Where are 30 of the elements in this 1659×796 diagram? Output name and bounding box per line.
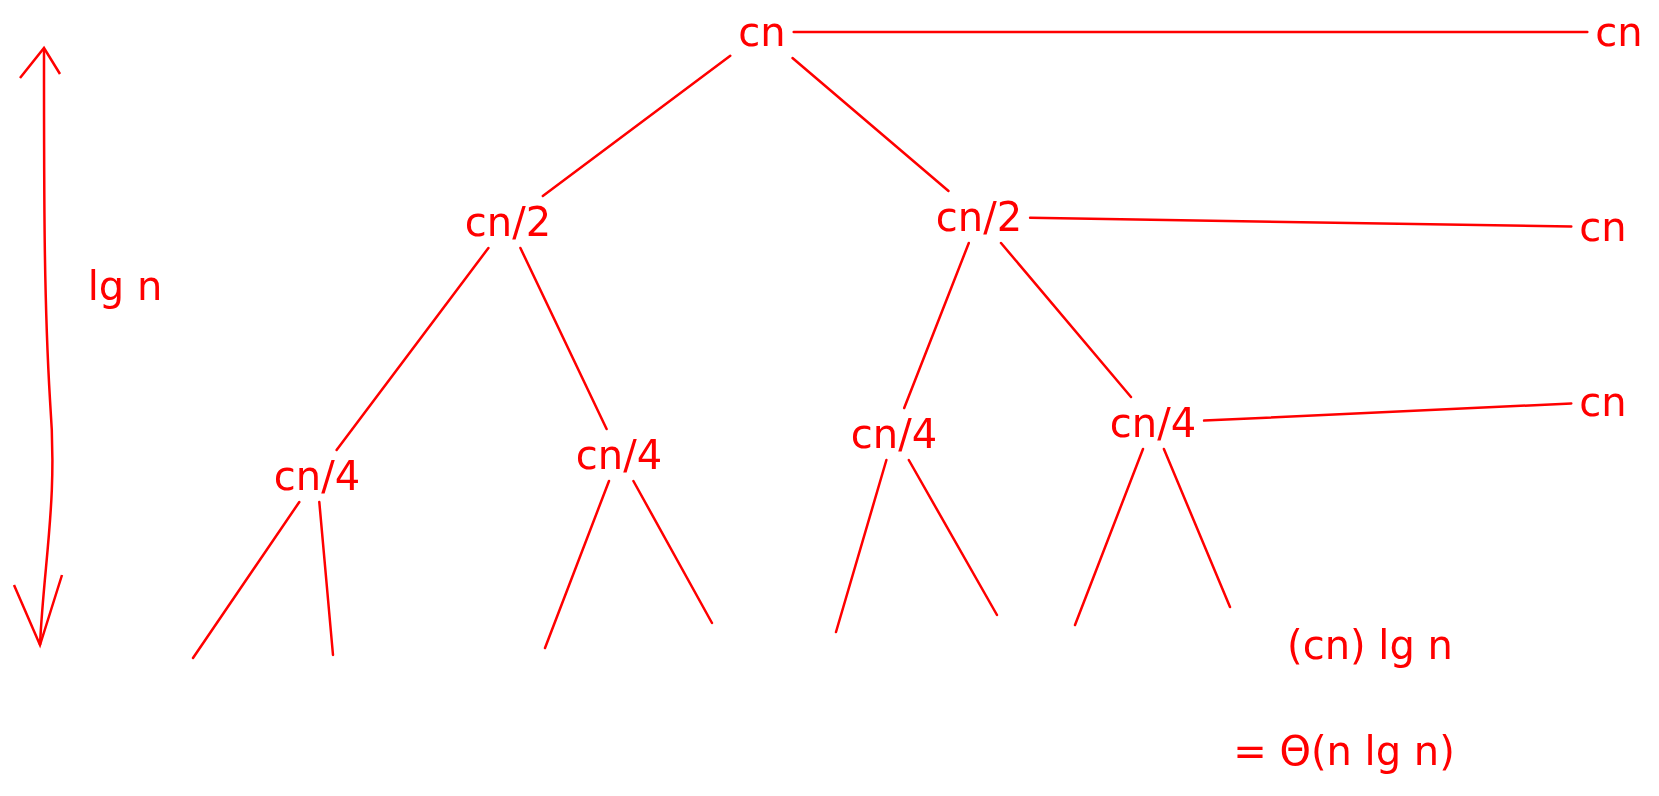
tree-line: [1202, 402, 1573, 422]
tree-line: [191, 500, 301, 660]
tree-line: [792, 30, 1589, 34]
tree-line: [907, 458, 999, 617]
cost-term: cn: [1587, 6, 1651, 58]
cost-term: cn/4: [1101, 397, 1205, 449]
tree-line: [999, 241, 1133, 399]
tree-line: [543, 479, 611, 650]
cost-term: cn: [1571, 376, 1635, 428]
tree-line: [1162, 447, 1232, 609]
tree-line: [519, 246, 608, 431]
tree-line: [834, 458, 888, 634]
tree-line: [1028, 216, 1573, 228]
cost-term: cn/4: [567, 429, 671, 481]
cost-term: cn/2: [456, 196, 560, 248]
tree-line: [791, 56, 950, 193]
cost-term: cn: [1571, 201, 1635, 253]
tree-line: [1073, 447, 1145, 627]
tree-line: [318, 500, 335, 657]
cost-term: cn: [730, 6, 794, 58]
tree-line: [902, 241, 971, 410]
cost-term: cn/4: [265, 450, 369, 502]
cost-term: cn/4: [842, 408, 946, 460]
cost-term: cn/2: [927, 191, 1031, 243]
tree-line: [335, 246, 490, 452]
math-annotation: (cn) lg n: [1287, 622, 1453, 668]
math-annotation: = Θ(n lg n): [1233, 728, 1455, 774]
tree-line: [541, 54, 732, 198]
math-annotation: lg n: [87, 263, 163, 309]
tree-line: [632, 479, 714, 625]
